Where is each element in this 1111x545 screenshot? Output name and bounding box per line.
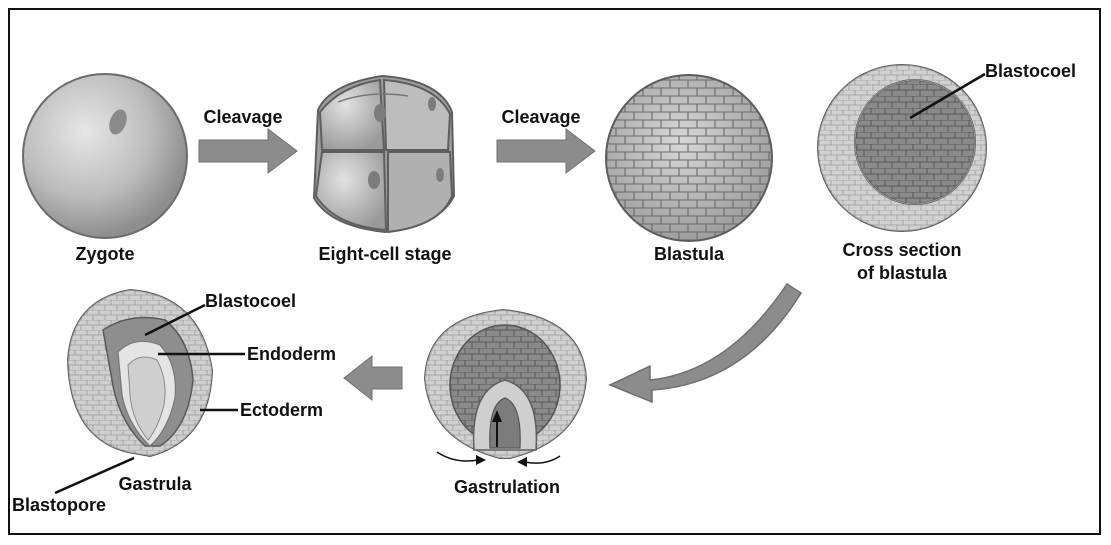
- gastrulation-curved-arrow: [610, 284, 801, 402]
- blastopore-label: Blastopore: [12, 495, 106, 516]
- cleavage-arrow-1: [199, 129, 297, 173]
- ectoderm-label: Ectoderm: [240, 400, 323, 421]
- cross-section-label-line1: Cross section: [842, 240, 961, 261]
- gastrulation-illustration: [425, 310, 586, 467]
- endoderm-label: Endoderm: [247, 344, 336, 365]
- cleavage-label-1: Cleavage: [203, 107, 282, 128]
- eight-cell-illustration: [314, 76, 454, 232]
- blastula-illustration: [600, 70, 780, 250]
- blastula-label: Blastula: [654, 244, 724, 265]
- cleavage-arrow-2: [497, 129, 595, 173]
- blastocoel-label-bottom: Blastocoel: [205, 291, 296, 312]
- cleavage-label-2: Cleavage: [501, 107, 580, 128]
- blastula-cross-section-illustration: [818, 65, 986, 231]
- zygote-illustration: [23, 74, 187, 238]
- gastrula-illustration: [68, 290, 212, 456]
- eight-cell-stage-label: Eight-cell stage: [318, 244, 451, 265]
- blastocoel-label-top: Blastocoel: [985, 61, 1076, 82]
- zygote-label: Zygote: [75, 244, 134, 265]
- cross-section-label-line2: of blastula: [857, 263, 947, 284]
- left-arrow: [344, 356, 402, 400]
- gastrula-label: Gastrula: [118, 474, 191, 495]
- gastrulation-label: Gastrulation: [454, 477, 560, 498]
